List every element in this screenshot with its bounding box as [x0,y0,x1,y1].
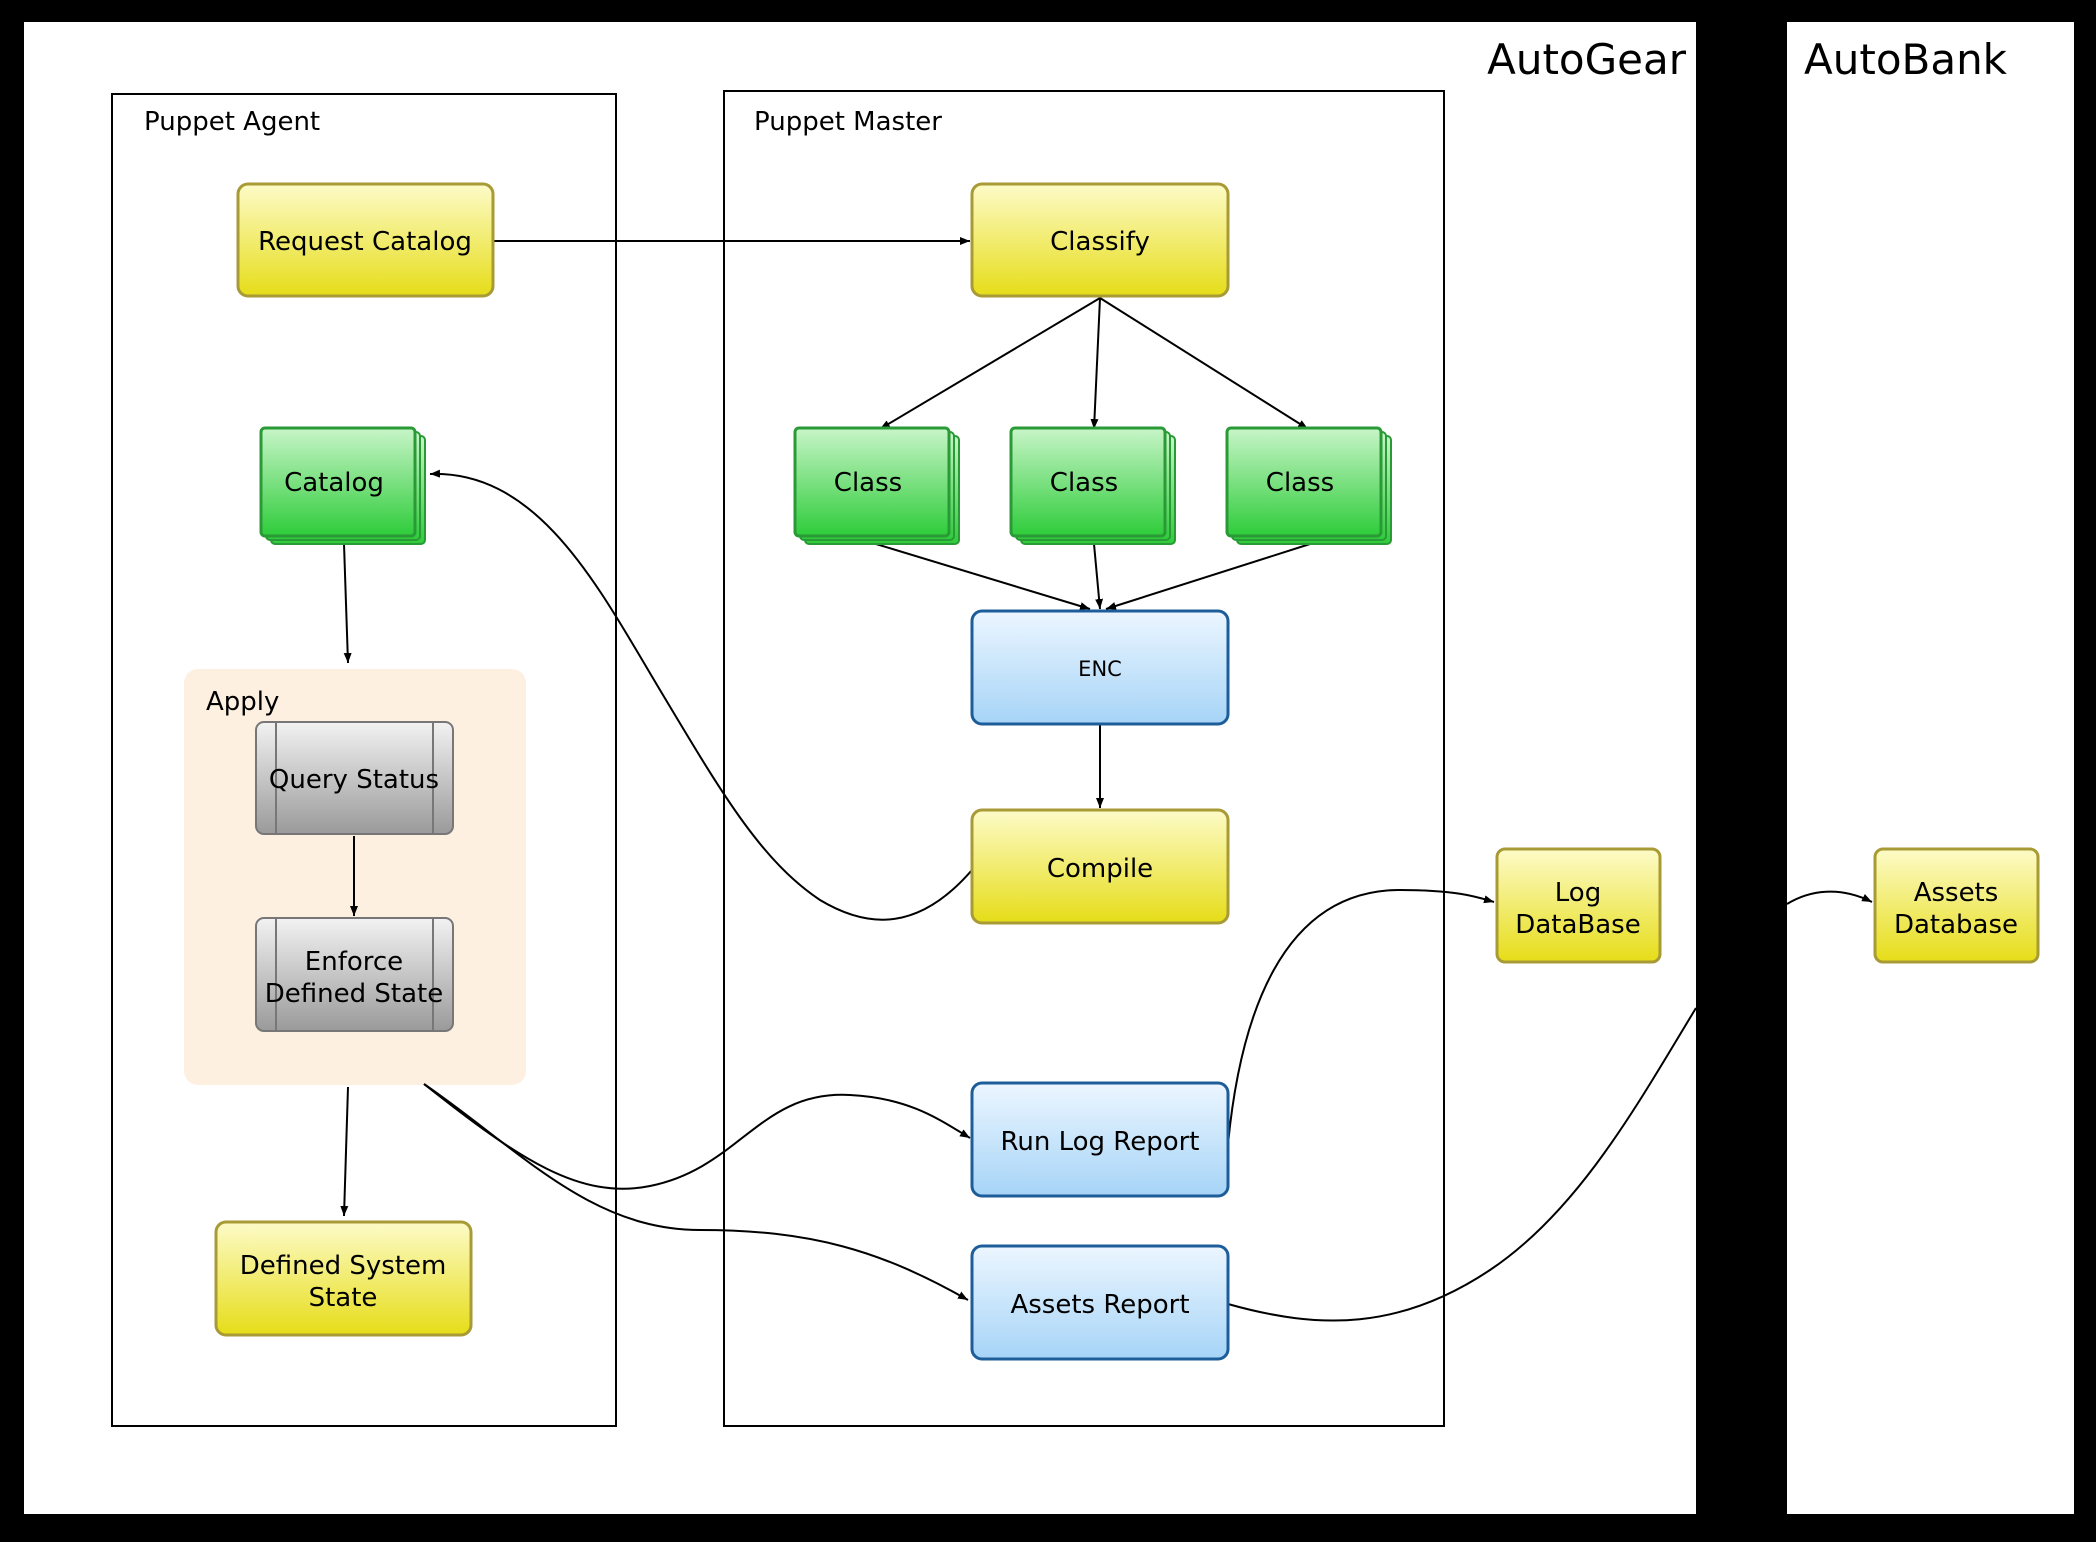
class-label-3: Class [1266,468,1334,498]
compile-node[interactable]: Compile [970,808,1230,925]
puppet-agent-region [111,93,617,1427]
autogear-title: AutoGear [1487,35,1687,84]
edge-classify-to-class-3 [1099,297,1309,430]
enforce-label-line1: Enforce [305,947,403,977]
assets-report-node[interactable]: Assets Report [970,1244,1230,1361]
assets-database-label-line1: Assets [1914,878,1999,908]
edge-apply-to-defined-state [340,1086,349,1217]
edge-classify-to-class-2 [1090,297,1101,430]
compile-label: Compile [1047,854,1153,884]
edge-apply-to-assets-report [423,1083,969,1301]
edge-assets-report-to-assets-database-a [1227,1007,1697,1322]
classify-label: Classify [1050,227,1150,257]
assets-database-node[interactable]: Assets Database [1873,847,2040,964]
defined-system-state-node[interactable]: Defined System State [214,1220,473,1337]
enforce-defined-state-node[interactable]: Enforce Defined State [255,917,454,1032]
run-log-report-label: Run Log Report [1000,1127,1199,1157]
catalog-node[interactable]: Catalog [259,426,426,545]
log-database-label-line1: Log [1555,878,1601,908]
log-database-node[interactable]: Log DataBase [1495,847,1662,964]
puppet-master-label: Puppet Master [754,107,942,137]
apply-label: Apply [206,687,279,717]
class-node-3[interactable]: Class [1225,426,1392,545]
edge-class-2-to-enc [1093,543,1104,610]
edge-catalog-to-apply [343,543,352,664]
enc-node[interactable]: ENC [970,609,1230,726]
enc-label: ENC [1078,657,1122,681]
query-status-label: Query Status [269,765,439,795]
log-database-label-line2: DataBase [1515,910,1640,940]
edge-apply-to-run-log-report [423,1083,971,1190]
defined-state-label-line1: Defined System [240,1251,447,1281]
class-label-2: Class [1050,468,1118,498]
autobank-panel [1787,22,2074,1514]
assets-database-label-line2: Database [1894,910,2018,940]
edges [340,237,1873,1322]
edge-assets-report-to-assets-database-b [1786,890,1873,905]
edge-class-3-to-enc [1105,543,1311,610]
edge-compile-to-catalog [429,469,973,921]
request-catalog-node[interactable]: Request Catalog [236,182,495,298]
edge-classify-to-class-1 [879,297,1101,430]
edge-class-1-to-enc [875,543,1091,610]
class-node-1[interactable]: Class [793,426,960,545]
puppet-agent-label: Puppet Agent [144,107,320,137]
assets-report-label: Assets Report [1010,1290,1189,1320]
query-status-node[interactable]: Query Status [255,721,454,835]
edge-run-log-to-log-database [1227,888,1495,1145]
class-label-1: Class [834,468,902,498]
request-catalog-label: Request Catalog [258,227,472,257]
class-node-2[interactable]: Class [1009,426,1176,545]
enforce-label-line2: Defined State [265,979,443,1009]
classify-node[interactable]: Classify [970,182,1230,298]
puppet-master-region [723,90,1445,1427]
run-log-report-node[interactable]: Run Log Report [970,1081,1230,1198]
autobank-title: AutoBank [1804,35,2008,84]
defined-state-label-line2: State [309,1283,378,1313]
catalog-label: Catalog [284,468,384,498]
